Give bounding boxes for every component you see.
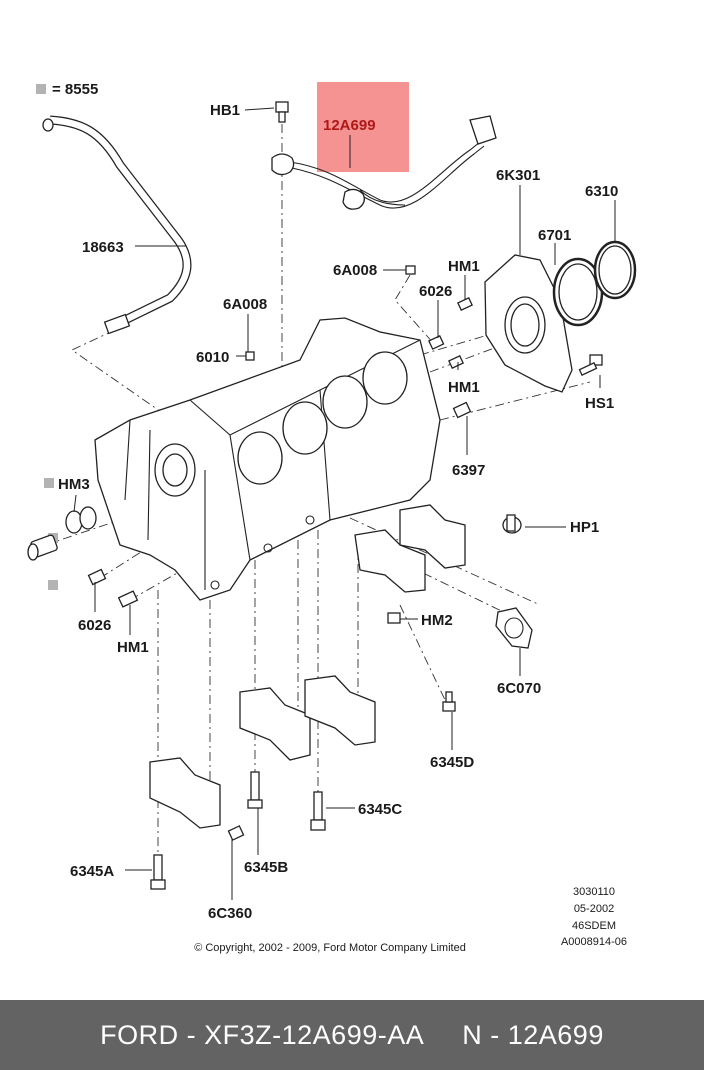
- exploded-parts-diagram: = 8555: [27, 81, 637, 954]
- bolt-6345d: [442, 691, 456, 712]
- meta-line-4: A0008914-06: [561, 936, 627, 948]
- cylinder-block-6010: [94, 317, 441, 601]
- seal-6701: [552, 257, 604, 327]
- bolt-6345b: [247, 771, 263, 809]
- bolt-6345a: [150, 854, 166, 890]
- knock-sensor-12a699: [271, 115, 497, 210]
- label-6c070: 6C070: [497, 680, 541, 697]
- hm3-swatch: [44, 478, 54, 488]
- legend-swatch: [36, 84, 46, 94]
- meta-line-3: 46SDEM: [572, 920, 616, 932]
- label-hp1: HP1: [570, 519, 599, 536]
- nut-6a008-left: [245, 351, 255, 361]
- label-6010: 6010: [196, 349, 229, 366]
- plug-6c360: [227, 825, 245, 841]
- copyright: © Copyright, 2002 - 2009, Ford Motor Com…: [194, 942, 466, 954]
- label-6k301: 6K301: [496, 167, 540, 184]
- label-12a699: 12A699: [323, 117, 376, 134]
- rear-cover-6k301: [484, 254, 573, 393]
- label-hm3: HM3: [58, 476, 90, 493]
- label-6c360: 6C360: [208, 905, 252, 922]
- label-6a008-top: 6A008: [333, 262, 377, 279]
- pin-6026-left: [87, 568, 107, 586]
- highlight-box: [317, 82, 409, 172]
- bolt-6345c: [310, 791, 326, 831]
- label-6026-top: 6026: [419, 283, 452, 300]
- bearing-caps-lower: [149, 675, 376, 829]
- label-6026-left: 6026: [78, 617, 111, 634]
- label-hm1-top: HM1: [448, 258, 480, 275]
- label-hm1-mid: HM1: [448, 379, 480, 396]
- bearing-caps-upper: [354, 504, 466, 593]
- label-6345b: 6345B: [244, 859, 288, 876]
- plug-hp1: [502, 514, 522, 534]
- label-hb1: HB1: [210, 102, 240, 119]
- meta-line-1: 3030110: [573, 886, 615, 898]
- bushing-6397: [452, 401, 472, 419]
- dowel-hm1-top: [457, 296, 473, 312]
- tube-fitting: [27, 534, 58, 561]
- leader-lines: [73, 107, 616, 900]
- label-hm2: HM2: [421, 612, 453, 629]
- ring-6310: [593, 240, 637, 300]
- label-6345c: 6345C: [358, 801, 402, 818]
- bolt-hs1: [578, 354, 603, 376]
- nut-6a008-top: [405, 265, 416, 275]
- tube-18663: [42, 115, 192, 335]
- meta-line-2: 05-2002: [574, 903, 614, 915]
- plug-hm2: [387, 612, 401, 624]
- footer-bar: FORD - XF3Z-12A699-AA N - 12A699: [0, 1000, 704, 1070]
- sensor-6c070: [495, 607, 533, 649]
- label-hs1: HS1: [585, 395, 614, 412]
- dowel-hm1-mid: [448, 354, 464, 370]
- seals-hm3: [65, 506, 97, 534]
- bolt-hb1: [275, 101, 289, 123]
- label-18663: 18663: [82, 239, 124, 256]
- footer-ref: N - 12A699: [462, 1019, 604, 1050]
- footer-part-number: FORD - XF3Z-12A699-AA: [100, 1019, 425, 1050]
- legend-text: = 8555: [52, 81, 98, 98]
- label-6701: 6701: [538, 227, 571, 244]
- label-6310: 6310: [585, 183, 618, 200]
- label-6345a: 6345A: [70, 863, 114, 880]
- label-hm1-left: HM1: [117, 639, 149, 656]
- label-6397: 6397: [452, 462, 485, 479]
- dowel-hm1-left: [117, 590, 139, 608]
- swatch-left-2: [48, 580, 58, 590]
- label-6a008-left: 6A008: [223, 296, 267, 313]
- label-6345d: 6345D: [430, 754, 474, 771]
- pin-6026-top: [428, 334, 445, 350]
